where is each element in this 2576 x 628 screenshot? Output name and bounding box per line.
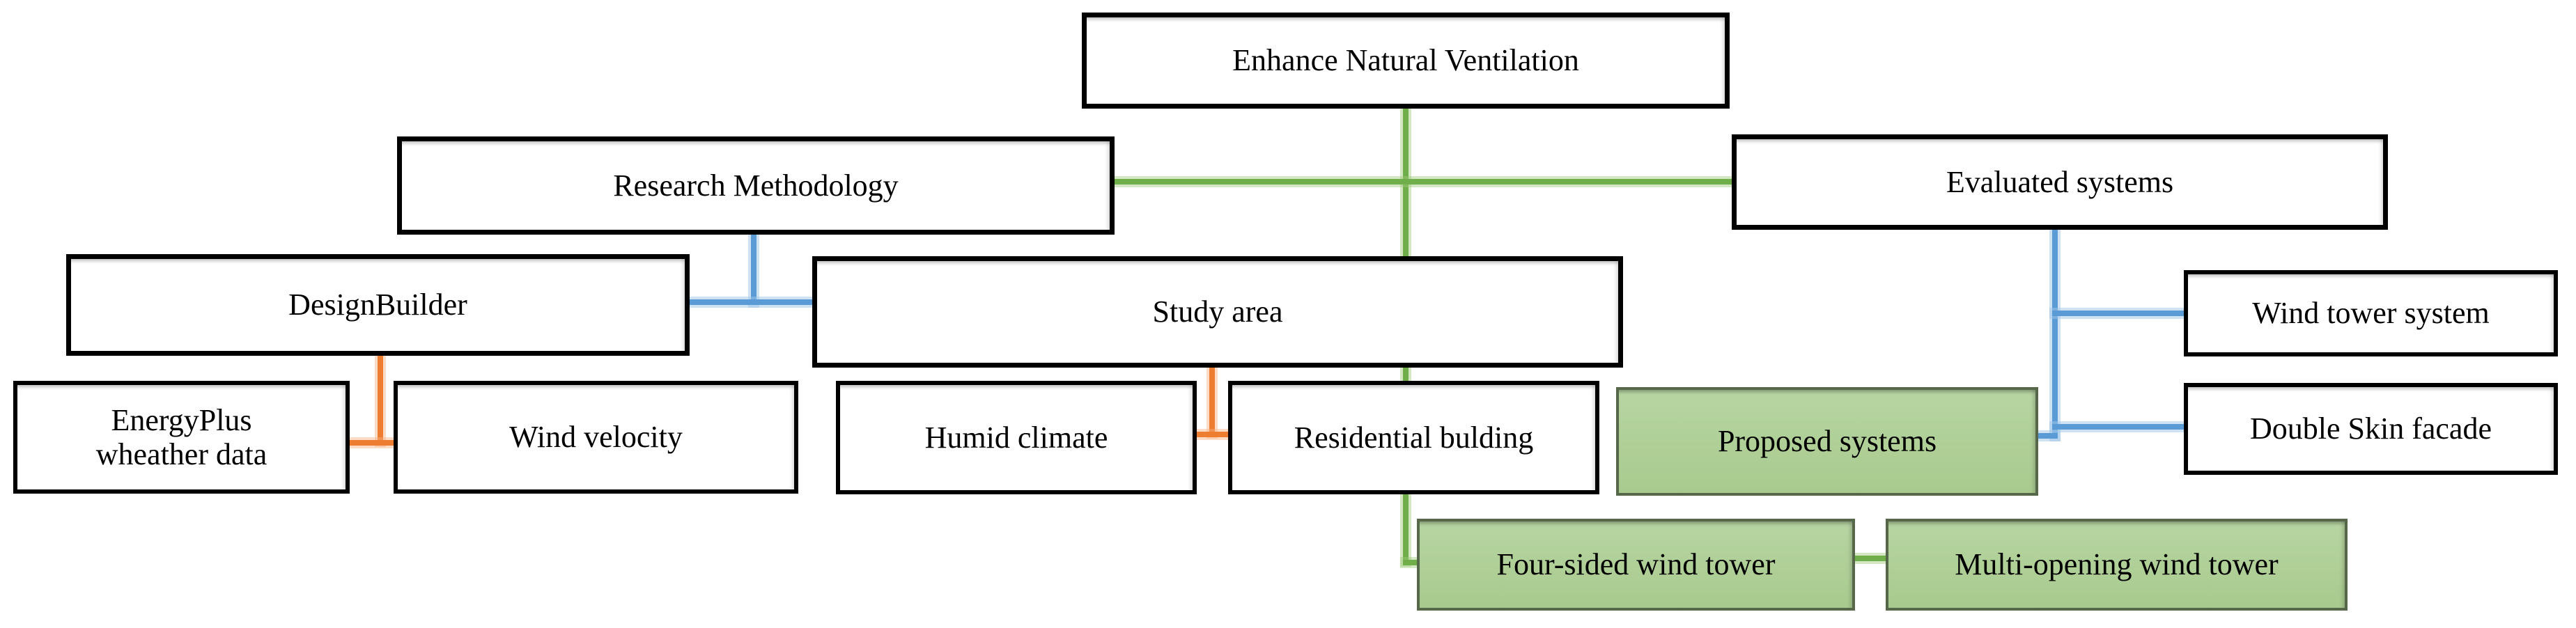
node-humid-climate-label: Humid climate: [924, 420, 1108, 455]
node-wind-velocity: Wind velocity: [394, 381, 798, 494]
node-evaluated-systems-label: Evaluated systems: [1946, 164, 2174, 199]
node-residential-building: Residential bulding: [1228, 381, 1599, 494]
connector-to-double-skin-blue: [2052, 424, 2186, 430]
node-proposed-systems: Proposed systems: [1616, 387, 2038, 496]
node-research-methodology-label: Research Methodology: [613, 168, 899, 203]
node-wind-tower-system: Wind tower system: [2184, 270, 2558, 356]
node-proposed-systems-label: Proposed systems: [1717, 424, 1937, 459]
node-four-sided-wind-tower-label: Four-sided wind tower: [1496, 547, 1776, 582]
node-four-sided-wind-tower: Four-sided wind tower: [1417, 519, 1855, 611]
node-multi-opening-wind-tower: Multi-opening wind tower: [1886, 519, 2348, 611]
connector-elbow-to-four-sided-green: [1403, 560, 1422, 565]
connector-studyarea-children-vertical-orange: [1209, 367, 1215, 436]
connector-research-evaluated-green: [1113, 179, 1733, 185]
node-designbuilder-label: DesignBuilder: [288, 288, 467, 322]
connector-research-children-vertical-blue: [751, 234, 756, 305]
connector-to-wind-tower-blue: [2052, 311, 2186, 316]
node-enhance-natural-ventilation-label: Enhance Natural Ventilation: [1232, 43, 1579, 78]
connector-humid-residential-orange: [1194, 432, 1230, 437]
connector-four-sided-multi-opening-green: [1853, 556, 1888, 561]
node-double-skin-facade: Double Skin facade: [2184, 383, 2558, 475]
connector-energyplus-windvelocity-orange: [347, 440, 396, 446]
connector-evaluated-children-vertical-blue: [2052, 230, 2058, 439]
node-study-area: Study area: [812, 256, 1623, 368]
node-wind-velocity-label: Wind velocity: [509, 420, 683, 455]
node-research-methodology: Research Methodology: [397, 136, 1115, 235]
node-multi-opening-wind-tower-label: Multi-opening wind tower: [1955, 547, 2279, 582]
node-designbuilder: DesignBuilder: [66, 254, 690, 356]
node-energyplus-weather-data: EnergyPlus wheather data: [13, 381, 350, 494]
node-humid-climate: Humid climate: [836, 381, 1197, 494]
connector-to-proposed-blue: [2035, 433, 2058, 439]
node-residential-building-label: Residential bulding: [1294, 420, 1534, 455]
node-energyplus-weather-data-label: EnergyPlus wheather data: [95, 402, 267, 471]
node-enhance-natural-ventilation: Enhance Natural Ventilation: [1082, 13, 1730, 109]
node-wind-tower-system-label: Wind tower system: [2252, 296, 2490, 331]
connector-designbuilder-children-vertical-orange: [378, 354, 383, 444]
connector-designbuilder-study-horizontal-blue: [688, 299, 814, 305]
node-study-area-label: Study area: [1152, 295, 1283, 329]
node-evaluated-systems: Evaluated systems: [1732, 134, 2388, 230]
node-double-skin-facade-label: Double Skin facade: [2250, 411, 2492, 446]
